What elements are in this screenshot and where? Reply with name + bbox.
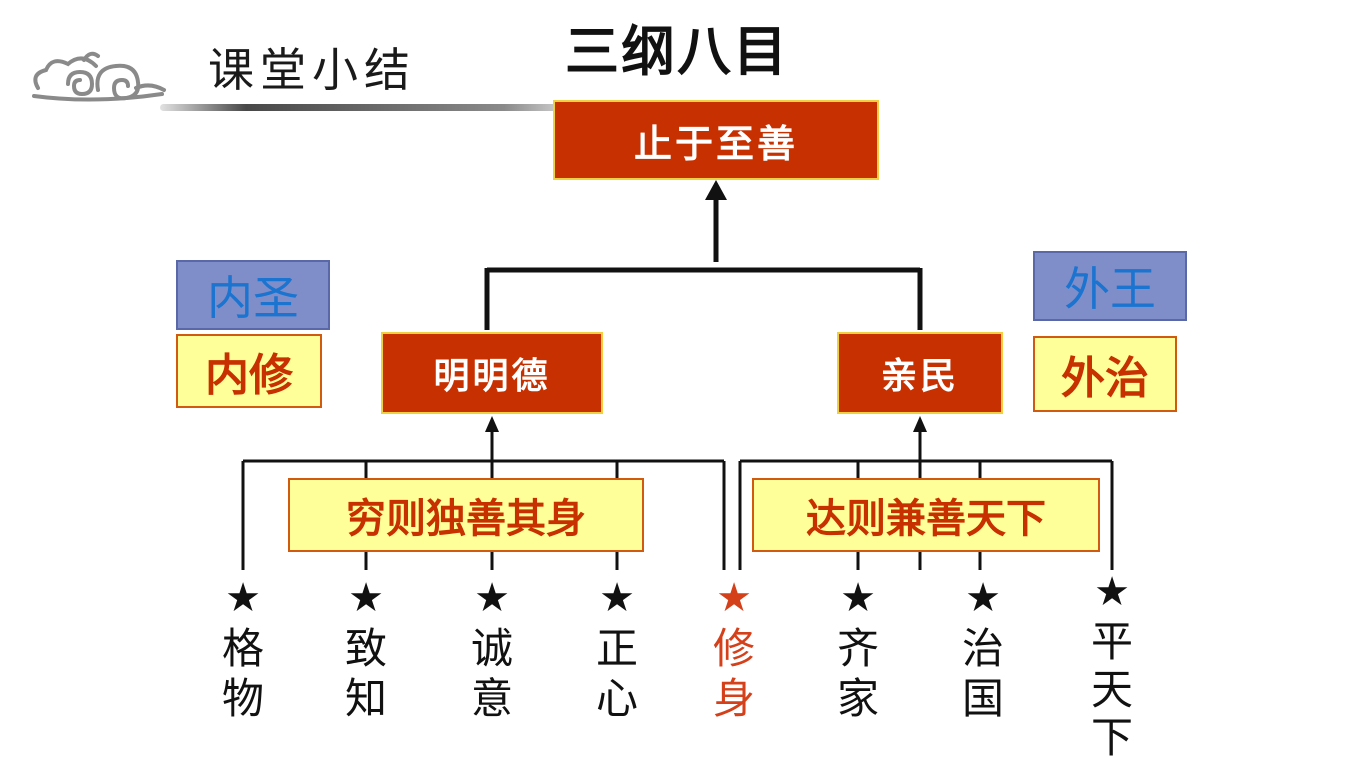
step-star: ★ [599,575,635,621]
step-char: 物 [221,674,264,723]
title-underline [160,104,590,111]
step-char: 平 [1090,617,1133,666]
motto-right: 达则兼善天下 [752,478,1100,552]
step-star: ★ [965,575,1001,621]
step-zhiguo: 治 国 [958,624,1008,724]
node-left: 明明德 [381,332,603,414]
step-char: 天 [1090,665,1133,714]
step-char: 意 [470,674,513,723]
step-star: ★ [1094,569,1130,615]
step-char: 国 [961,674,1004,723]
step-star: ★ [840,575,876,621]
lesson-title: 课堂小结 [208,43,416,97]
label-outer-governance: 外治 [1033,336,1177,412]
step-gewu: 格 物 [218,624,268,724]
step-char: 下 [1090,714,1133,762]
step-char: 正 [595,624,638,673]
label-inner-sage: 内圣 [176,260,330,330]
auspicious-cloud-icon [32,51,166,102]
step-star: ★ [474,575,510,621]
label-inner-cultivation: 内修 [176,334,322,408]
step-char: 家 [836,674,879,723]
step-star: ★ [348,575,384,621]
label-outer-king: 外王 [1033,251,1187,321]
step-star: ★ [225,575,261,621]
step-char: 心 [595,674,638,723]
motto-left: 穷则独善其身 [288,478,644,552]
step-char: 身 [712,674,755,723]
step-zhengxin: 正 心 [592,624,642,724]
node-right: 亲民 [837,332,1003,414]
step-char: 知 [344,674,387,723]
step-char: 治 [961,624,1004,673]
step-chengyi: 诚 意 [467,624,517,724]
step-star-highlight: ★ [716,575,752,621]
step-xiushen: 修 身 [709,624,759,724]
step-zhizhi: 致 知 [341,624,391,724]
step-pingtianxia: 平 天 下 [1087,618,1137,762]
step-char: 修 [712,624,755,673]
page-title: 三纲八目 [565,20,789,83]
node-top: 止于至善 [553,100,879,180]
step-char: 诚 [470,624,513,673]
step-char: 格 [221,624,264,673]
step-char: 齐 [836,624,879,673]
step-char: 致 [344,624,387,673]
step-qijia: 齐 家 [833,624,883,724]
